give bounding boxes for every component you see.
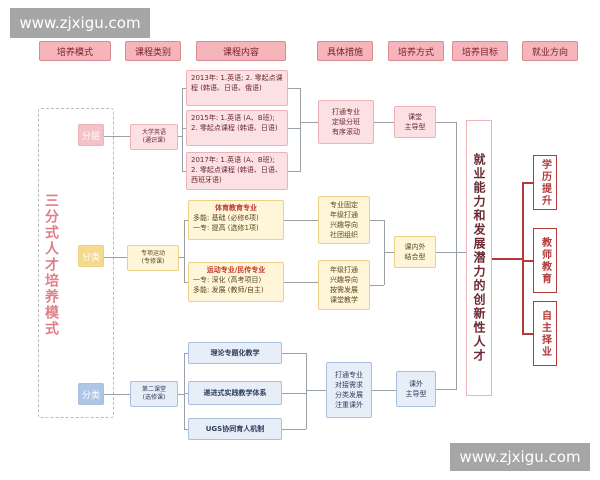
content-theory: 理论专题化教学 — [188, 342, 282, 364]
tier-label-top: 分层 — [78, 124, 104, 146]
measure-top: 打通专业 定级分班 有序滚动 — [318, 100, 374, 144]
connector — [306, 353, 307, 429]
connector — [436, 389, 456, 390]
connector — [104, 394, 130, 395]
connector — [184, 353, 185, 429]
connector — [184, 393, 188, 394]
content-sports-major: 运动专业/民传专业 一专: 深化 (高考项目) 多能: 发展 (教师/自主) — [188, 262, 284, 302]
connector — [288, 88, 300, 89]
connector — [522, 182, 524, 334]
connector — [282, 353, 306, 354]
connector — [288, 171, 300, 172]
content-2017: 2017年: 1.英语 (A、B班); 2. 零起点课程 (韩语、日语、西班牙语… — [186, 152, 288, 190]
connector — [184, 282, 188, 283]
connector — [182, 88, 186, 89]
left-title: 三分式人才培养模式 — [43, 193, 59, 337]
category-mid: 专项运动 (专修课) — [127, 245, 179, 271]
measure-mid-1: 专业固定 年级打通 兴趣导向 社团组织 — [318, 196, 370, 244]
content-pe-education-line1: 多能: 基础 (必修6项) — [193, 214, 259, 222]
content-pe-education: 体育教育专业 多能: 基础 (必修6项) 一专: 提高 (选修1项) — [188, 200, 284, 240]
connector — [306, 390, 326, 391]
connector — [104, 136, 130, 137]
career-further-study: 学历提升 — [533, 155, 557, 210]
connector — [436, 252, 466, 253]
content-sports-major-title: 运动专业/民传专业 — [206, 266, 266, 274]
method-bot: 课外 主导型 — [396, 371, 436, 407]
header-course-category: 课程类别 — [125, 41, 181, 61]
method-mid: 课内外 结合型 — [394, 236, 436, 268]
content-ugs: UGS协同育人机制 — [188, 418, 282, 440]
connector — [300, 88, 301, 172]
header-employment: 就业方向 — [522, 41, 578, 61]
connector — [436, 122, 456, 123]
content-sports-major-line1: 一专: 深化 (高考项目) — [193, 276, 262, 284]
connector — [370, 220, 384, 221]
connector — [179, 257, 184, 258]
category-top: 大学英语 (通识课) — [130, 124, 178, 150]
connector — [282, 429, 306, 430]
content-2013: 2013年: 1.英语; 2. 零起点课程 (韩语、日语、俄语) — [186, 70, 288, 106]
connector — [370, 285, 384, 286]
connector — [182, 171, 186, 172]
measure-mid-2: 年级打通 兴趣导向 按需发展 课堂教学 — [318, 260, 370, 310]
content-practice: 递进式实践教学体系 — [188, 381, 282, 405]
tier-label-bot: 分类 — [78, 383, 104, 405]
content-pe-education-title: 体育教育专业 — [215, 204, 257, 212]
content-2015: 2015年: 1.英语 (A、B班); 2. 零起点课程 (韩语、日语) — [186, 110, 288, 146]
header-course-content: 课程内容 — [196, 41, 286, 61]
measure-bot: 打通专业 对接需求 分类发展 注重课外 — [326, 362, 372, 418]
career-teaching: 教师教育 — [533, 228, 557, 293]
watermark-bottom: www.zjxigu.com — [450, 443, 590, 471]
connector — [372, 390, 396, 391]
content-pe-education-line2: 一专: 提高 (选修1项) — [193, 224, 259, 232]
method-top: 课堂 主导型 — [394, 106, 436, 138]
header-training-goal: 培养目标 — [452, 41, 508, 61]
left-panel — [38, 108, 114, 418]
header-training-mode: 培养模式 — [39, 41, 111, 61]
tier-label-mid: 分类 — [78, 245, 104, 267]
career-self-employment: 自主择业 — [533, 301, 557, 366]
connector — [184, 429, 188, 430]
connector — [300, 122, 318, 123]
connector — [184, 220, 188, 221]
connector — [522, 333, 533, 335]
connector — [374, 122, 394, 123]
connector — [284, 282, 318, 283]
connector — [184, 220, 185, 282]
goal-box: 就业能力和发展潜力的创新性人才 — [466, 120, 492, 396]
connector — [384, 252, 394, 253]
connector — [282, 393, 306, 394]
connector — [522, 260, 533, 262]
category-bot: 第二课堂 (选修课) — [130, 381, 178, 407]
content-sports-major-line2: 多能: 发展 (教师/自主) — [193, 286, 264, 294]
connector — [284, 220, 318, 221]
connector — [178, 136, 182, 137]
connector — [522, 182, 533, 184]
connector — [178, 394, 184, 395]
connector — [288, 128, 300, 129]
connector — [492, 258, 522, 260]
header-measures: 具体措施 — [317, 41, 373, 61]
connector — [184, 353, 188, 354]
connector — [182, 88, 183, 172]
connector — [456, 122, 457, 390]
connector — [104, 257, 127, 258]
header-training-method: 培养方式 — [388, 41, 444, 61]
watermark-top: www.zjxigu.com — [10, 8, 150, 38]
connector — [182, 128, 186, 129]
